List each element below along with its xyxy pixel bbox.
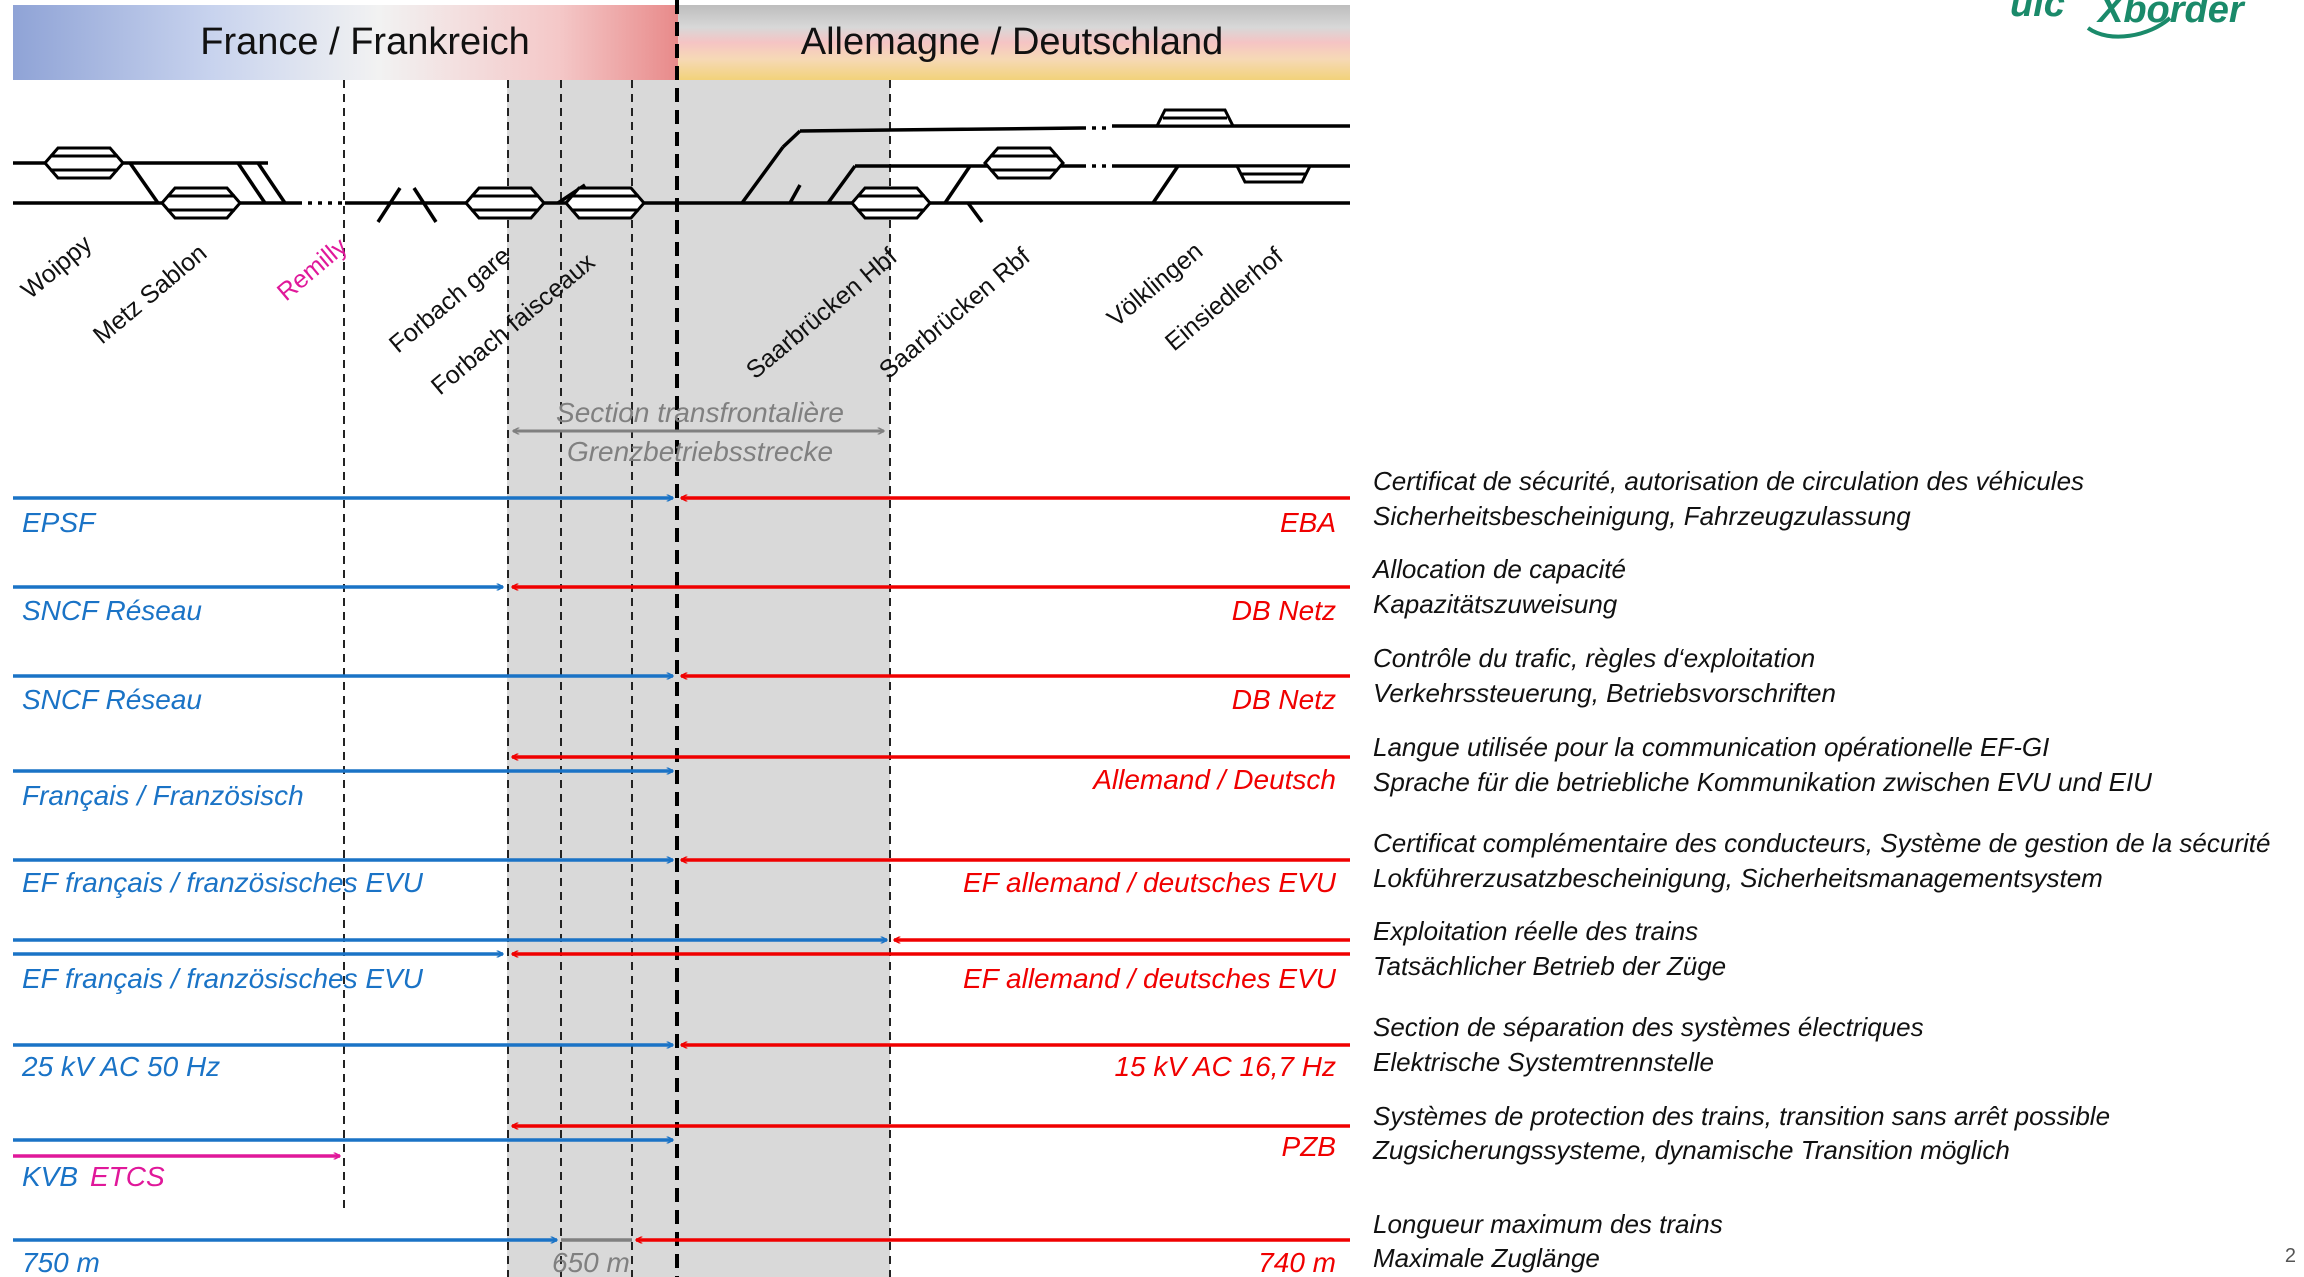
guide-lines [343, 80, 891, 1277]
label-fr: EF français / französisches EVU [22, 963, 424, 994]
row-train-operation: EF français / französisches EVU EF allem… [13, 916, 1726, 994]
label-de: EF allemand / deutsches EVU [963, 963, 1337, 994]
france-title: France / Frankreich [200, 21, 529, 63]
desc-fr: Systèmes de protection des trains, trans… [1373, 1101, 2110, 1131]
row-train-protection: KVB ETCS PZB Systèmes de protection des … [13, 1101, 2110, 1192]
desc-fr: Certificat complémentaire des conducteur… [1373, 828, 2270, 858]
page-number: 2 [2285, 1245, 2296, 1267]
label-de: DB Netz [1232, 684, 1336, 715]
label-de: Allemand / Deutsch [1091, 764, 1336, 795]
label-fr: SNCF Réseau [22, 595, 202, 626]
desc-de: Sprache für die betriebliche Kommunikati… [1373, 767, 2152, 797]
row-traffic-control: SNCF Réseau DB Netz Contrôle du trafic, … [13, 643, 1836, 715]
germany-title: Allemagne / Deutschland [801, 21, 1223, 63]
yard-symbols [43, 108, 1313, 220]
desc-fr: Certificat de sécurité, autorisation de … [1373, 466, 2084, 496]
label-fr: KVB [22, 1161, 78, 1192]
section-label-de: Grenzbetriebsstrecke [567, 436, 833, 467]
desc-de: Tatsächlicher Betrieb der Züge [1373, 951, 1726, 981]
desc-de: Zugsicherungssysteme, dynamische Transit… [1372, 1135, 2010, 1165]
yard-forbach-faisceaux [564, 186, 646, 220]
desc-de: Kapazitätszuweisung [1373, 589, 1618, 619]
desc-fr: Section de séparation des systèmes élect… [1373, 1012, 1924, 1042]
row-language: Français / Französisch Allemand / Deutsc… [13, 732, 2152, 811]
desc-de: Sicherheitsbescheinigung, Fahrzeugzulass… [1373, 501, 1911, 531]
desc-fr: Longueur maximum des trains [1373, 1209, 1723, 1239]
label-mid: 650 m [552, 1247, 630, 1277]
desc-de: Lokführerzusatzbescheinigung, Sicherheit… [1373, 863, 2103, 893]
label-de: 15 kV AC 16,7 Hz [1114, 1051, 1336, 1082]
germany-flag-band [678, 5, 1350, 80]
label-de: EF allemand / deutsches EVU [963, 867, 1337, 898]
desc-fr: Exploitation réelle des trains [1373, 916, 1698, 946]
logo-text: Xborder [2096, 0, 2246, 31]
yard-forbach-gare [464, 186, 546, 220]
station-woippy: Woippy [16, 230, 98, 305]
yard-metz-sablon [160, 186, 242, 220]
desc-de: Elektrische Systemtrennstelle [1373, 1047, 1714, 1077]
yard-saarbruecken-rbf [983, 146, 1065, 180]
row-electrical-separation: 25 kV AC 50 Hz 15 kV AC 16,7 Hz Section … [13, 1012, 1924, 1082]
label-fr: 750 m [22, 1247, 100, 1277]
label-fr: 25 kV AC 50 Hz [21, 1051, 220, 1082]
row-train-length: 750 m 650 m 740 m Longueur maximum des t… [13, 1209, 1723, 1277]
label-de: DB Netz [1232, 595, 1336, 626]
row-capacity-allocation: SNCF Réseau DB Netz Allocation de capaci… [13, 554, 1626, 626]
station-metz-sablon: Metz Sablon [88, 239, 212, 350]
label-de: 740 m [1258, 1247, 1336, 1277]
logo-swoosh [2086, 16, 2172, 39]
station-remilly: Remilly [272, 232, 353, 306]
label-fr: SNCF Réseau [22, 684, 202, 715]
section-label-fr: Section transfrontalière [556, 397, 844, 428]
label-etcs: ETCS [90, 1161, 165, 1192]
row-safety-certificate: EPSF EBA Certificat de sécurité, autoris… [13, 466, 2084, 538]
label-fr: EF français / französisches EVU [22, 867, 424, 898]
desc-fr: Allocation de capacité [1371, 554, 1626, 584]
desc-de: Maximale Zuglänge [1373, 1243, 1600, 1273]
label-fr: Français / Französisch [22, 780, 304, 811]
desc-de: Verkehrssteuerung, Betriebsvorschriften [1373, 678, 1836, 708]
label-fr: EPSF [22, 507, 97, 538]
yard-saarbruecken-hbf [850, 186, 932, 220]
france-flag-band [13, 5, 678, 80]
row-driver-certificate: EF français / französisches EVU EF allem… [13, 828, 2270, 898]
desc-fr: Langue utilisée pour la communication op… [1373, 732, 2049, 762]
logo-mark: uic [2010, 0, 2065, 25]
desc-fr: Contrôle du trafic, règles d‘exploitatio… [1373, 643, 1815, 673]
yard-woippy [43, 146, 125, 180]
label-de: PZB [1282, 1131, 1336, 1162]
label-de: EBA [1280, 507, 1336, 538]
uic-xborder-logo: uic Xborder [2010, 0, 2246, 39]
cross-border-section [507, 80, 890, 1277]
